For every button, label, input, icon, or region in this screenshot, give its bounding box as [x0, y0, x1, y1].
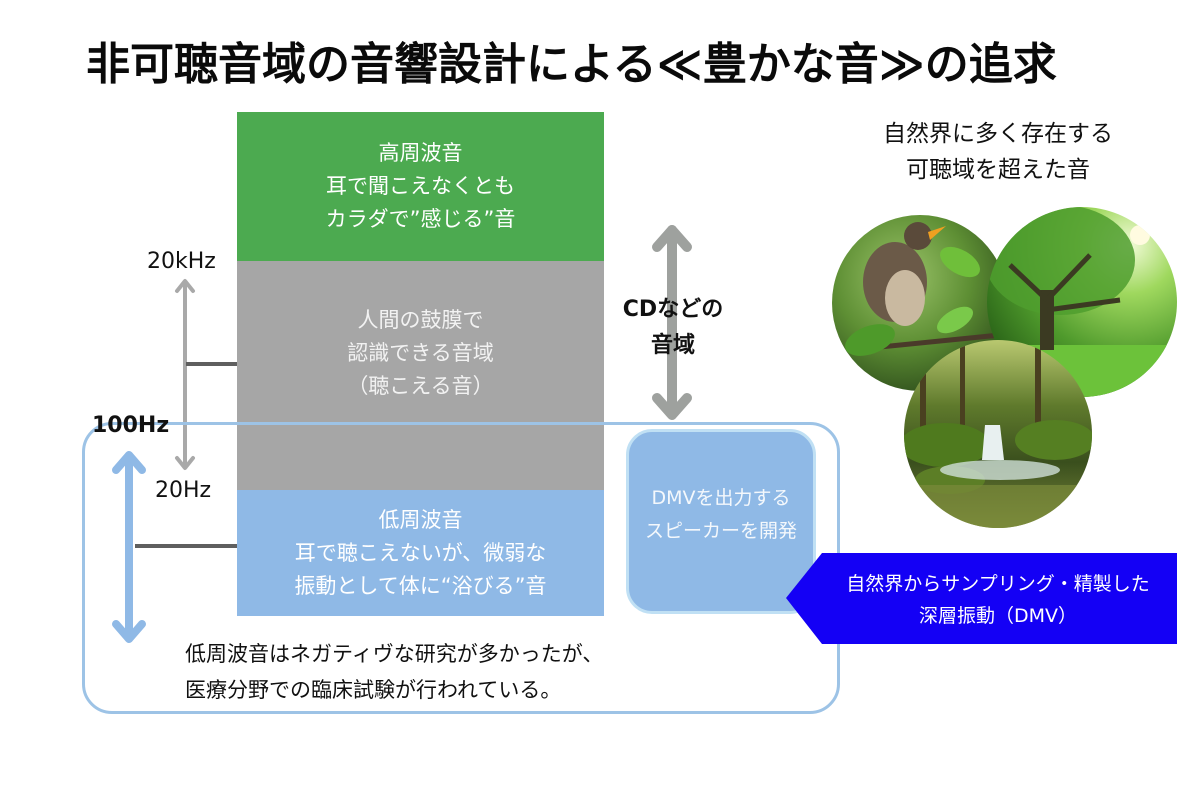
dmv-callout-arrow	[786, 553, 1177, 644]
low-band-line: 振動として体に“浴びる”音	[294, 573, 547, 598]
dmv-speaker-box: DMVを出力する スピーカーを開発	[626, 429, 816, 614]
nature-title: 自然界に多く存在する 可聴域を超えた音	[850, 116, 1146, 188]
bottom-note-line: 医療分野での臨床試験が行われている。	[185, 678, 562, 702]
low-band-line: 耳で聴こえないが、微弱な	[294, 540, 547, 565]
nature-title-line: 可聴域を超えた音	[906, 157, 1090, 183]
high-frequency-band: 高周波音 耳で聞こえなくとも カラダで”感じる”音	[237, 112, 604, 261]
dmv-callout-text: 自然界からサンプリング・精製した 深層振動（DMV）	[818, 568, 1178, 632]
label-100hz: 100Hz	[92, 413, 170, 438]
stream-photo	[904, 340, 1092, 528]
high-band-line: カラダで”感じる”音	[325, 207, 516, 231]
audible-range-arrow	[175, 279, 195, 470]
dmv-speaker-line: DMVを出力する	[651, 486, 791, 509]
low-frequency-band: 低周波音 耳で聴こえないが、微弱な 振動として体に“浴びる”音	[237, 490, 604, 616]
high-band-line: 高周波音	[378, 141, 463, 165]
cd-range-arrow	[652, 225, 692, 420]
cd-range-line: 音域	[650, 333, 695, 358]
page-title: 非可聴音域の音響設計による≪豊かな音≫の追求	[86, 39, 1057, 90]
audible-band: 人間の鼓膜で 認識できる音域 （聴こえる音）	[237, 261, 604, 490]
audible-band-line: 人間の鼓膜で	[357, 308, 484, 332]
label-20hz: 20Hz	[155, 478, 212, 503]
tree-icon	[987, 207, 1135, 315]
high-band-line: 耳で聞こえなくとも	[326, 174, 515, 198]
label-20khz: 20kHz	[147, 249, 216, 274]
low-range-arrow	[112, 451, 146, 643]
bird-photo	[832, 215, 1008, 391]
cd-range-line: CDなどの	[622, 297, 724, 322]
dmv-callout-line: 自然界からサンプリング・精製した	[846, 573, 1150, 595]
audible-band-line: 認識できる音域	[347, 341, 494, 365]
audible-band-line: （聴こえる音）	[347, 374, 494, 398]
waterfall-icon	[982, 425, 1004, 460]
bottom-note-line: 低周波音はネガティヴな研究が多かったが、	[185, 642, 604, 666]
cd-range-label: CDなどの 音域	[612, 292, 734, 364]
dmv-speaker-line: スピーカーを開発	[644, 519, 797, 542]
bottom-note: 低周波音はネガティヴな研究が多かったが、 医療分野での臨床試験が行われている。	[185, 636, 603, 708]
dmv-callout-line: 深層振動（DMV）	[918, 605, 1078, 627]
nature-title-line: 自然界に多く存在する	[883, 121, 1113, 147]
low-band-line: 低周波音	[378, 507, 463, 532]
